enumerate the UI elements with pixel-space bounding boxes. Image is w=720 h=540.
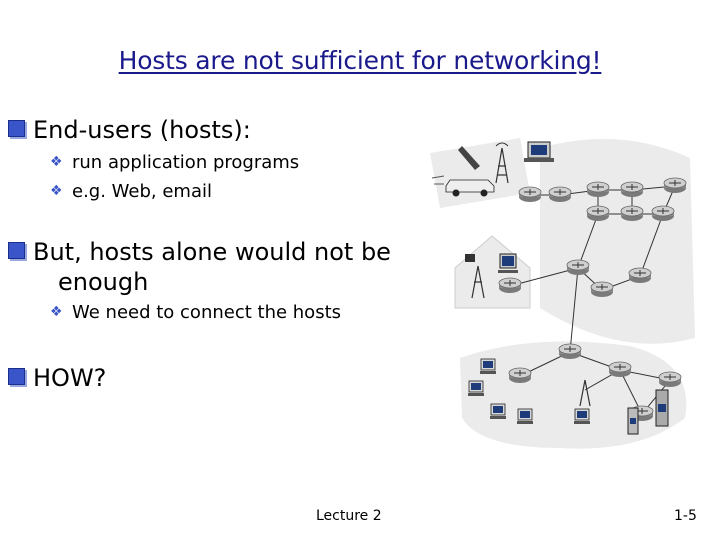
network-region xyxy=(540,139,695,344)
checkbox-bullet-icon xyxy=(8,368,25,385)
router-icon xyxy=(518,186,542,203)
computer-icon xyxy=(573,408,591,425)
router-icon xyxy=(608,361,632,378)
router-icon xyxy=(658,371,682,388)
router-icon xyxy=(651,205,675,222)
computer-icon xyxy=(479,358,497,375)
sub-bullet-text: We need to connect the hosts xyxy=(72,302,342,323)
sub-bullet-text: e.g. Web, email xyxy=(72,181,212,202)
sub-bullet: ❖ e.g. Web, email xyxy=(50,180,212,203)
bullet-text: HOW? xyxy=(33,364,107,392)
mobile-network-region xyxy=(430,138,530,208)
car-icon xyxy=(431,175,495,197)
server-icon xyxy=(655,389,669,427)
router-icon xyxy=(620,205,644,222)
checkbox-bullet-icon xyxy=(8,242,25,259)
router-icon xyxy=(558,343,582,360)
computer-icon xyxy=(498,253,518,273)
sub-bullet-text: run application programs xyxy=(72,152,300,173)
home-icon xyxy=(454,235,531,309)
diamond-bullet-icon: ❖ xyxy=(50,304,63,320)
footer-lecture: Lecture 2 xyxy=(316,508,382,524)
router-icon xyxy=(498,277,522,294)
computer-icon xyxy=(489,403,507,420)
bullet-end-users: End-users (hosts): xyxy=(8,116,251,144)
phone-icon xyxy=(465,254,475,262)
diamond-bullet-icon: ❖ xyxy=(50,154,63,170)
server-icon xyxy=(627,407,639,435)
router-icon xyxy=(548,186,572,203)
page-number: 1-5 xyxy=(674,508,697,524)
bullet-continuation: enough xyxy=(58,268,149,296)
bullet-how: HOW? xyxy=(8,364,106,392)
network-diagram xyxy=(430,138,695,449)
router-icon xyxy=(663,177,687,194)
router-icon xyxy=(586,181,610,198)
router-icon xyxy=(628,267,652,284)
checkbox-bullet-icon xyxy=(8,120,25,137)
phone-icon xyxy=(458,146,480,170)
router-icon xyxy=(566,259,590,276)
computer-icon xyxy=(467,380,485,397)
slide-title: Hosts are not sufficient for networking! xyxy=(118,46,602,75)
cell-tower-icon xyxy=(471,265,485,299)
router-icon xyxy=(590,281,614,298)
router-icon xyxy=(620,181,644,198)
bullet-text: But, hosts alone would not be xyxy=(33,238,391,266)
computer-icon xyxy=(516,408,534,425)
diamond-bullet-icon: ❖ xyxy=(50,183,63,199)
bullet-text: End-users (hosts): xyxy=(33,116,251,144)
router-icon xyxy=(586,205,610,222)
cell-tower-icon xyxy=(579,379,591,407)
sub-bullet: ❖ run application programs xyxy=(50,151,299,174)
bullet-hosts-alone: But, hosts alone would not be xyxy=(8,238,391,266)
computer-icon xyxy=(524,141,554,162)
cell-tower-icon xyxy=(495,142,509,184)
sub-bullet: ❖ We need to connect the hosts xyxy=(50,301,341,324)
router-icon xyxy=(508,367,532,384)
